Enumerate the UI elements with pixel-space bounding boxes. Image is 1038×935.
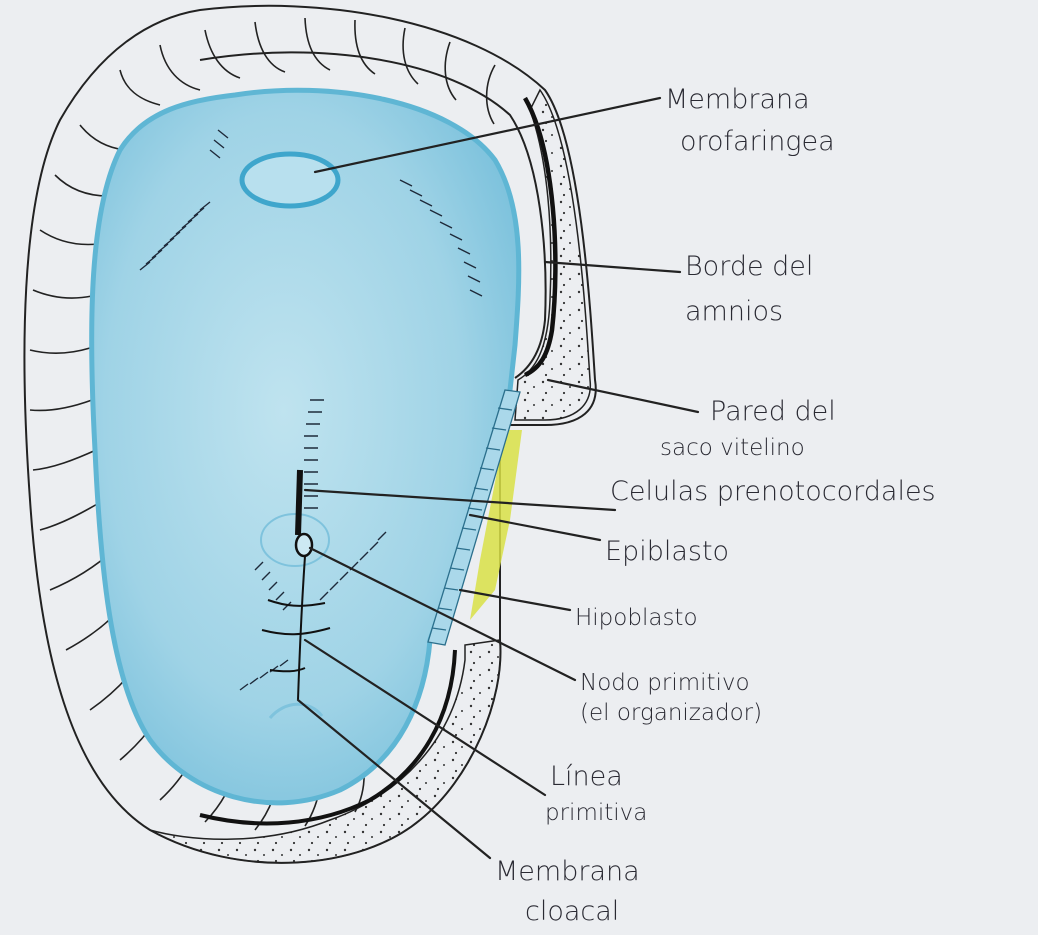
label-pared-saco-2: saco vitelino: [660, 435, 805, 461]
label-linea-primitiva-2: primitiva: [545, 800, 647, 826]
label-membrana-cloacal-2: cloacal: [525, 896, 619, 927]
label-nodo-primitivo-2: (el organizador): [580, 700, 762, 726]
prenotochordal-cells: [298, 470, 300, 535]
label-hipoblasto: Hipoblasto: [575, 605, 698, 631]
label-membrana-orofaringea-1: Membrana: [665, 84, 810, 115]
oropharyngeal-membrane: [242, 154, 338, 206]
yolk-sac-wall: [515, 90, 590, 420]
label-membrana-cloacal-1: Membrana: [495, 856, 640, 887]
label-borde-amnios-2: amnios: [685, 296, 783, 327]
label-epiblasto: Epiblasto: [605, 536, 729, 567]
label-borde-amnios-1: Borde del: [685, 251, 813, 282]
label-pared-saco-1: Pared del: [710, 396, 836, 427]
label-linea-primitiva-1: Línea: [550, 761, 623, 792]
label-nodo-primitivo-1: Nodo primitivo: [580, 670, 750, 696]
primitive-node: [296, 534, 312, 556]
label-membrana-orofaringea-2: orofaringea: [680, 126, 835, 157]
label-celulas-prenotocordales: Celulas prenotocordales: [610, 476, 936, 507]
